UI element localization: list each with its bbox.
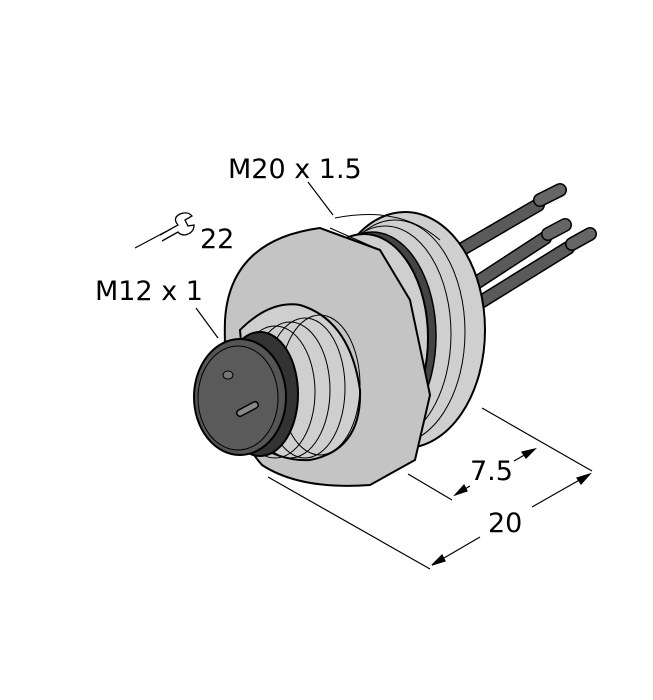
dimension-lines bbox=[267, 407, 593, 570]
housing-thread-label: M20 x 1.5 bbox=[228, 154, 362, 185]
wrench-size-label: 22 bbox=[200, 224, 234, 255]
wrench-icon bbox=[159, 212, 195, 242]
m12-connector bbox=[193, 303, 362, 462]
connector-thread-label: M12 x 1 bbox=[95, 276, 203, 307]
dimension-short-label: 7.5 bbox=[470, 456, 513, 487]
dimension-long-label: 20 bbox=[488, 508, 522, 539]
